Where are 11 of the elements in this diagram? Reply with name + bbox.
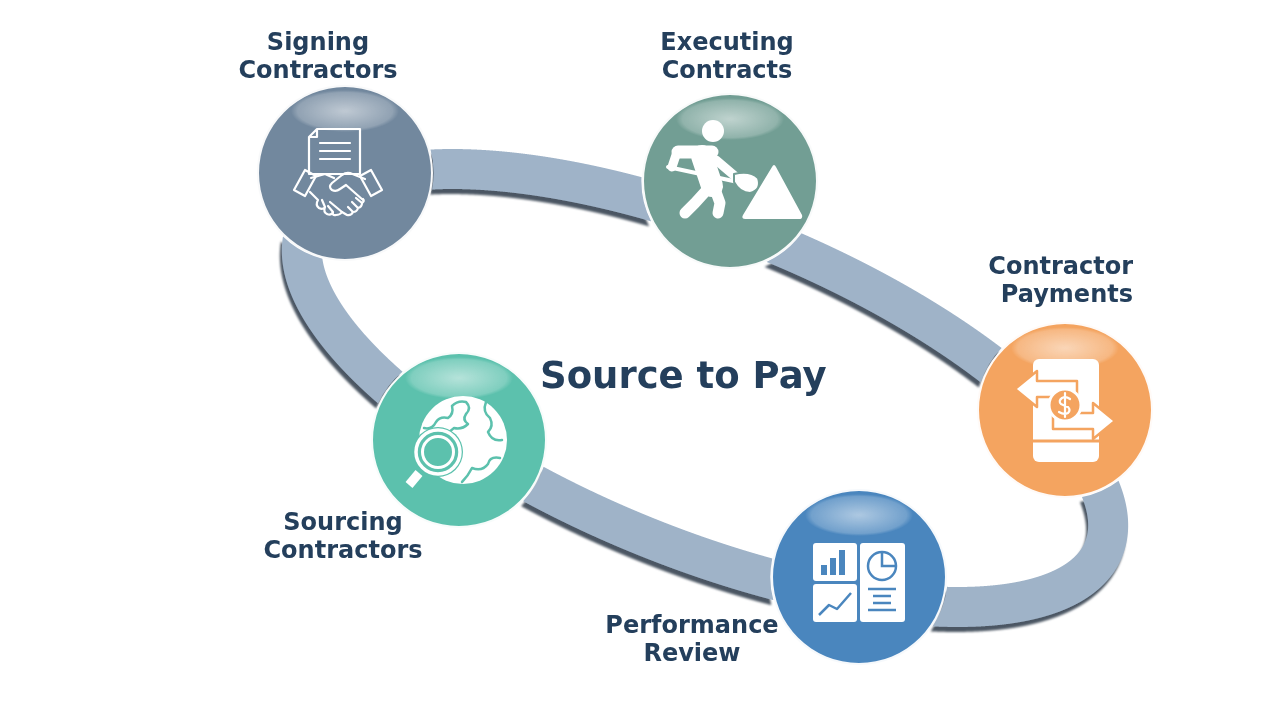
ring-segment (766, 233, 1002, 383)
ring-segment (523, 466, 774, 601)
diagram-title: Source to Pay (540, 354, 827, 398)
step-title: Performance Review (605, 611, 779, 667)
step-title: Sourcing Contractors (263, 508, 423, 564)
step-title: Contractor Payments (988, 252, 1133, 308)
step-title: Executing Contracts (660, 28, 794, 84)
ring-segment (932, 480, 1129, 627)
ring-segment (281, 236, 403, 404)
step-title: Signing Contractors (238, 28, 398, 84)
ring-segment (430, 149, 652, 222)
